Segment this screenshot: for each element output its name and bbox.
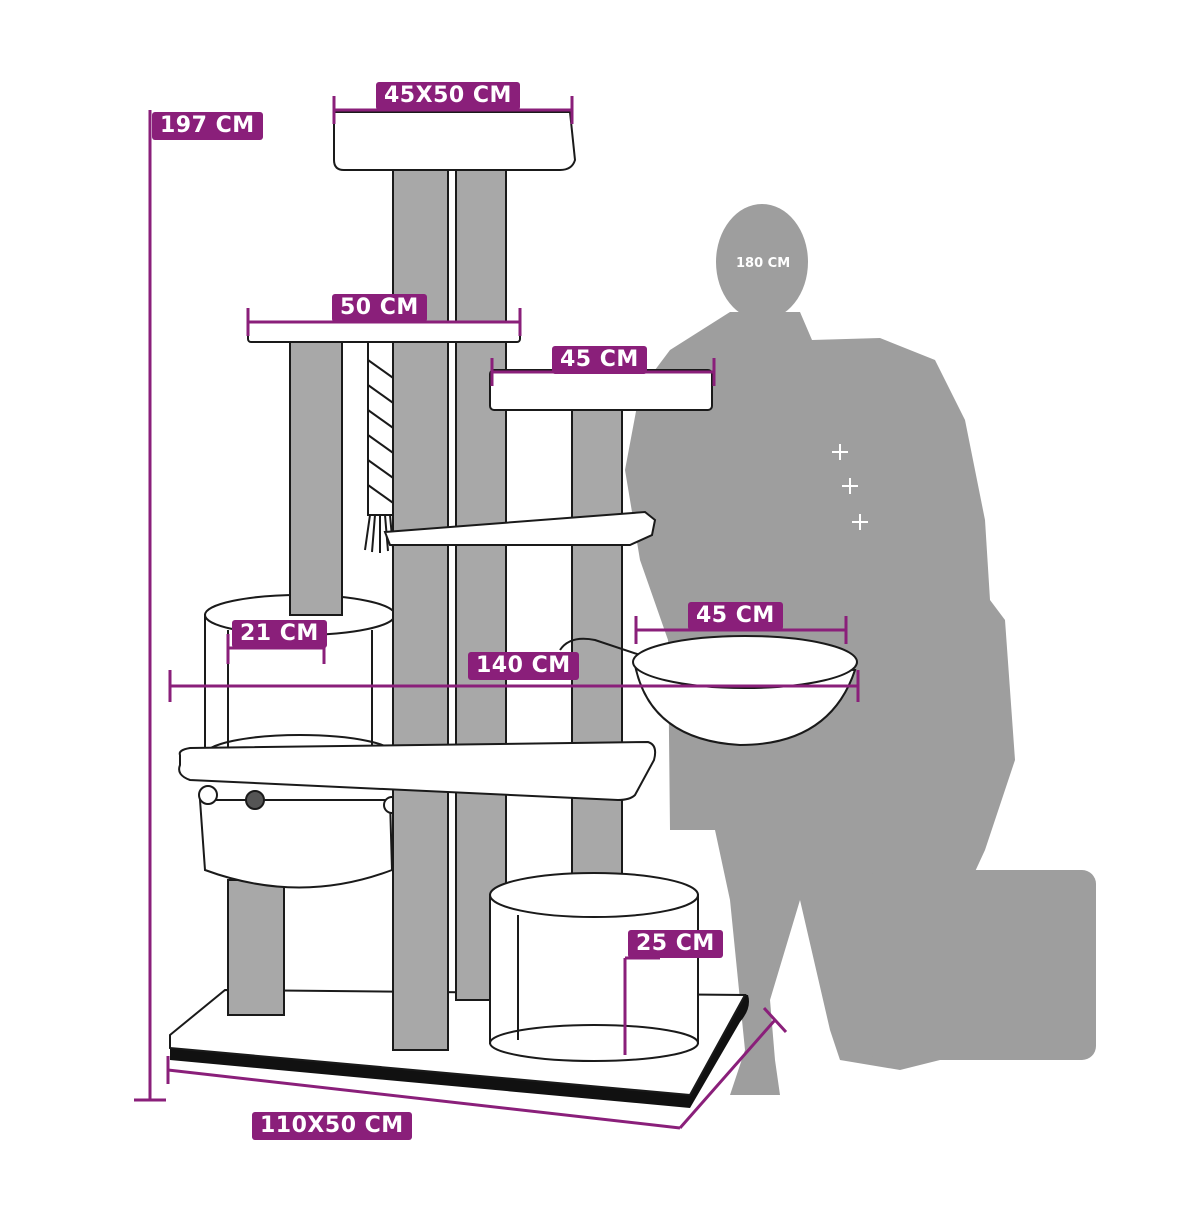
- lower-condo: [489, 872, 699, 1062]
- dimension-side-platform: 45 CM: [552, 346, 647, 374]
- side-platform: [489, 369, 713, 411]
- human-height-label: 180 CM: [736, 256, 791, 271]
- dimension-lines: [134, 96, 860, 1130]
- human-details: [832, 444, 868, 530]
- rope: [364, 339, 397, 553]
- dimension-upper-platform: 50 CM: [332, 294, 427, 322]
- dimension-hammock-bowl: 45 CM: [688, 602, 783, 630]
- dimension-total-width: 140 CM: [468, 652, 579, 680]
- left-post: [227, 879, 285, 1016]
- dimension-total-height: 197 CM: [152, 112, 263, 140]
- dimension-top-platform: 45X50 CM: [376, 82, 520, 110]
- middle-platform: [383, 510, 657, 546]
- left-upper-post: [289, 334, 343, 616]
- dimension-lower-condo: 25 CM: [628, 930, 723, 958]
- upper-platform: [247, 321, 521, 343]
- dimension-left-condo: 21 CM: [232, 620, 327, 648]
- right-post: [571, 404, 623, 901]
- hammock: [198, 785, 401, 889]
- lower-platform: [178, 740, 657, 802]
- top-platform: [333, 111, 577, 171]
- dimension-base: 110X50 CM: [252, 1112, 412, 1140]
